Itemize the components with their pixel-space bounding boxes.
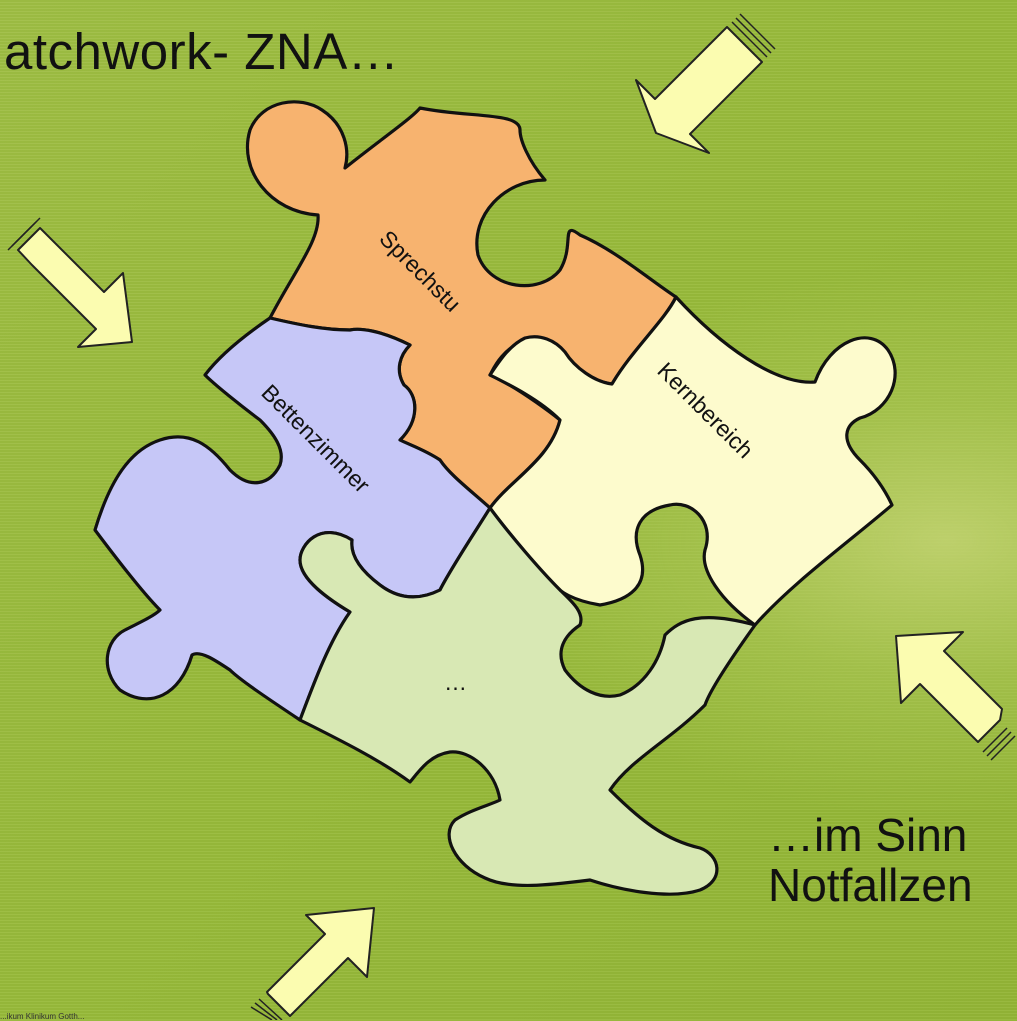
side-text-line-1: …im Sinn — [768, 809, 968, 861]
slide-title: atchwork- ZNA… — [4, 23, 400, 80]
puzzle-piece-other[interactable] — [298, 506, 757, 896]
side-text-line-2: Notfallzen — [768, 859, 973, 911]
arrow-down-right-icon — [7, 217, 133, 348]
arrow-down-left-icon — [635, 13, 776, 154]
label-other: … — [444, 669, 467, 695]
puzzle-piece-kernbereich[interactable] — [488, 295, 897, 627]
footer-text: ...ikum Klinikum Gotth... — [0, 1012, 85, 1021]
arrow-up-right-icon — [250, 907, 375, 1020]
puzzle-piece-bettenzimmer[interactable] — [93, 316, 492, 722]
arrow-up-left-icon — [895, 631, 1016, 761]
